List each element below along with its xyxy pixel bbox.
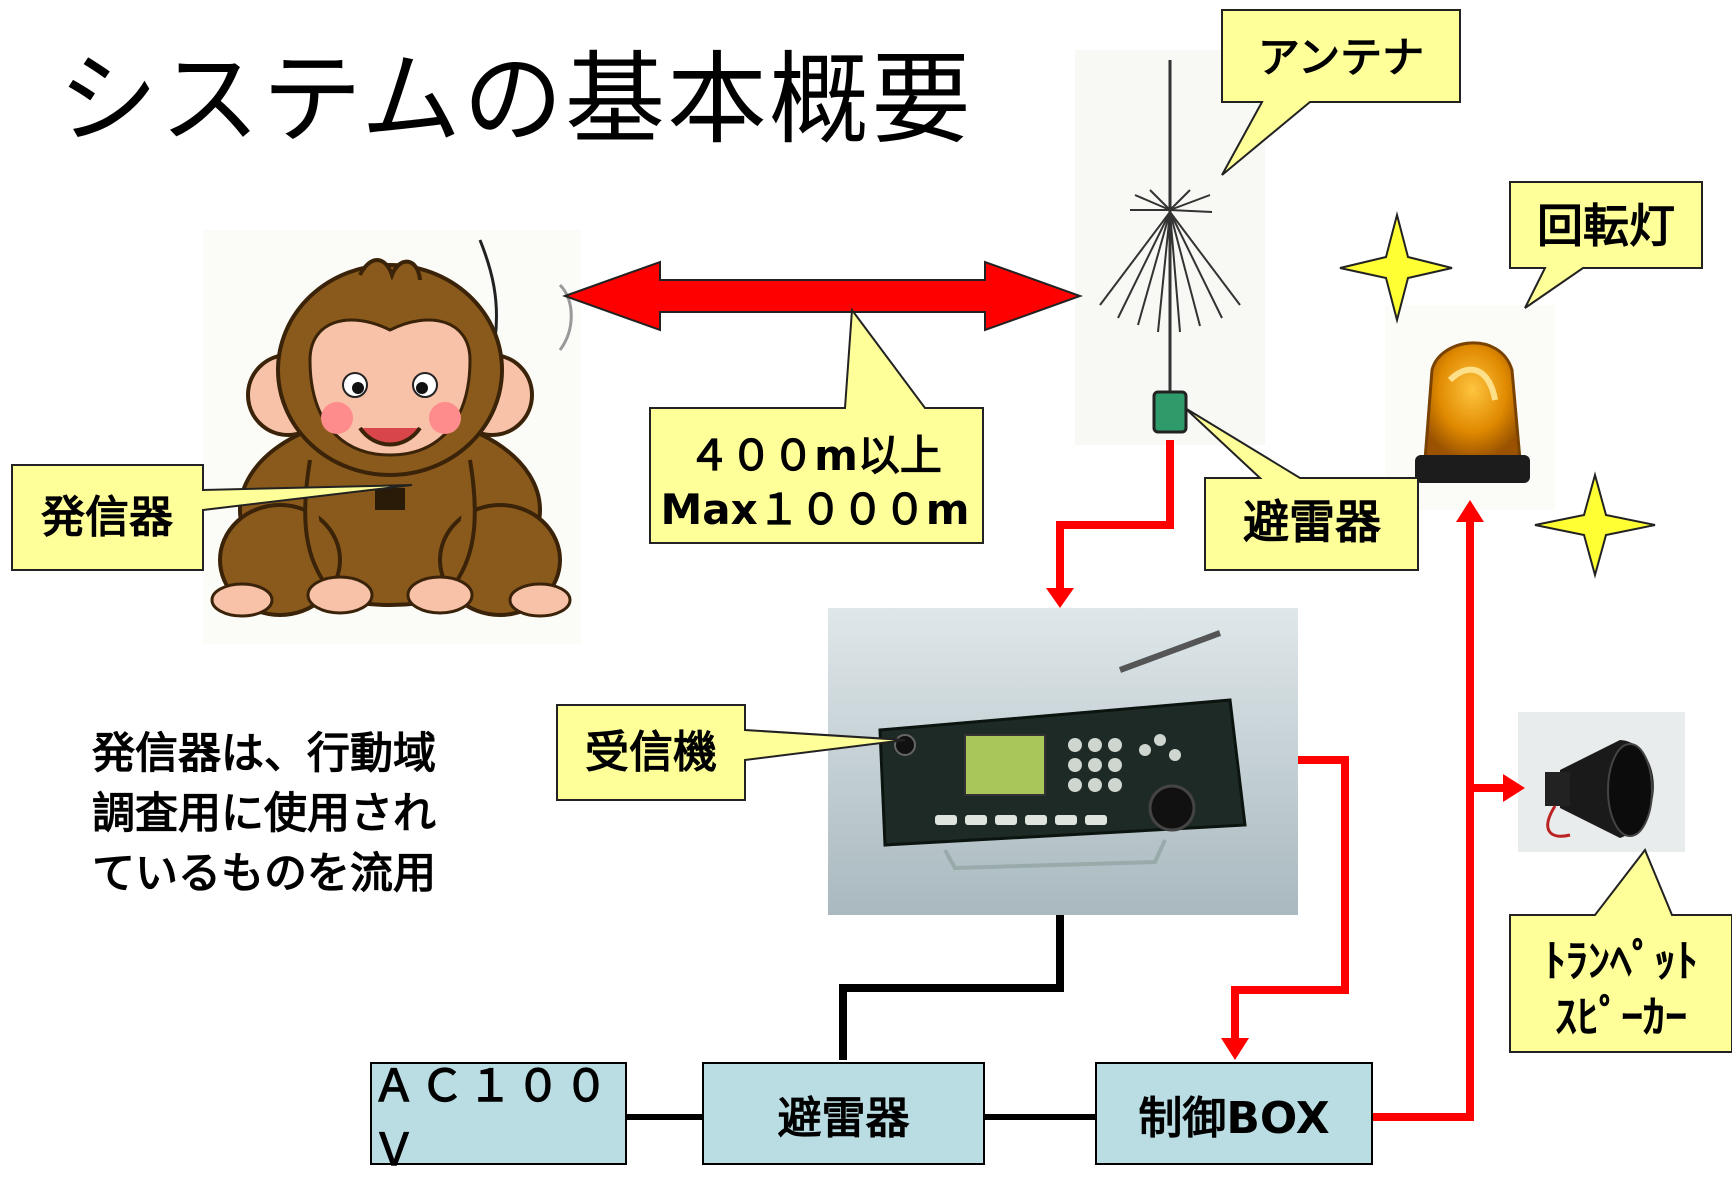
monkey-illustration	[203, 230, 581, 644]
distance-arrow	[562, 260, 1083, 332]
control-box: 制御BOX	[1095, 1062, 1373, 1165]
antenna-to-receiver-line	[1056, 440, 1174, 590]
page-title: システムの基本概要	[58, 41, 973, 158]
callout-receiver: 受信機	[556, 704, 906, 801]
rotating-light-illustration	[1385, 305, 1555, 510]
callout-speaker-line1: ﾄﾗﾝﾍﾟｯﾄ	[1544, 936, 1698, 987]
callout-distance-line2: Max１０００m	[661, 485, 970, 534]
description-line: 調査用に使用され	[92, 789, 436, 839]
transmitter-description: 発信器は、行動域 調査用に使用され ているものを流用	[92, 724, 436, 904]
callout-rotating-light: 回転灯	[1509, 181, 1703, 309]
callout-antenna: アンテナ	[1221, 9, 1461, 176]
receiver-illustration	[828, 608, 1298, 915]
description-line: ているものを流用	[92, 849, 436, 899]
receiver-to-control-line	[1231, 756, 1349, 1040]
callout-arrester-top: 避雷器	[1184, 407, 1419, 571]
description-line: 発信器は、行動域	[92, 729, 436, 779]
callout-transmitter: 発信器	[11, 464, 413, 571]
callout-antenna-label: アンテナ	[1258, 33, 1424, 82]
antenna-illustration	[1075, 50, 1265, 445]
callout-distance: ４００m以上 Max１０００m	[649, 307, 984, 544]
callout-speaker-line2: ｽﾋﾟｰｶｰ	[1555, 992, 1687, 1043]
callout-arrester-top-label: 避雷器	[1243, 495, 1382, 549]
callout-distance-line1: ４００m以上	[688, 431, 942, 480]
star-icon	[1534, 471, 1656, 579]
callout-transmitter-label: 発信器	[40, 492, 174, 543]
callout-rotating-light-label: 回転灯	[1537, 199, 1675, 253]
arrester-box: 避雷器	[702, 1062, 985, 1165]
receiver-power-wire	[839, 915, 1064, 1060]
power-box: ＡＣ１００Ｖ	[370, 1061, 627, 1176]
star-icon	[1339, 211, 1453, 324]
control-to-light-line	[1373, 520, 1474, 1121]
trumpet-speaker-illustration	[1518, 712, 1685, 852]
callout-speaker: ﾄﾗﾝﾍﾟｯﾄ ｽﾋﾟｰｶｰ	[1509, 848, 1732, 1053]
callout-receiver-label: 受信機	[585, 727, 717, 778]
